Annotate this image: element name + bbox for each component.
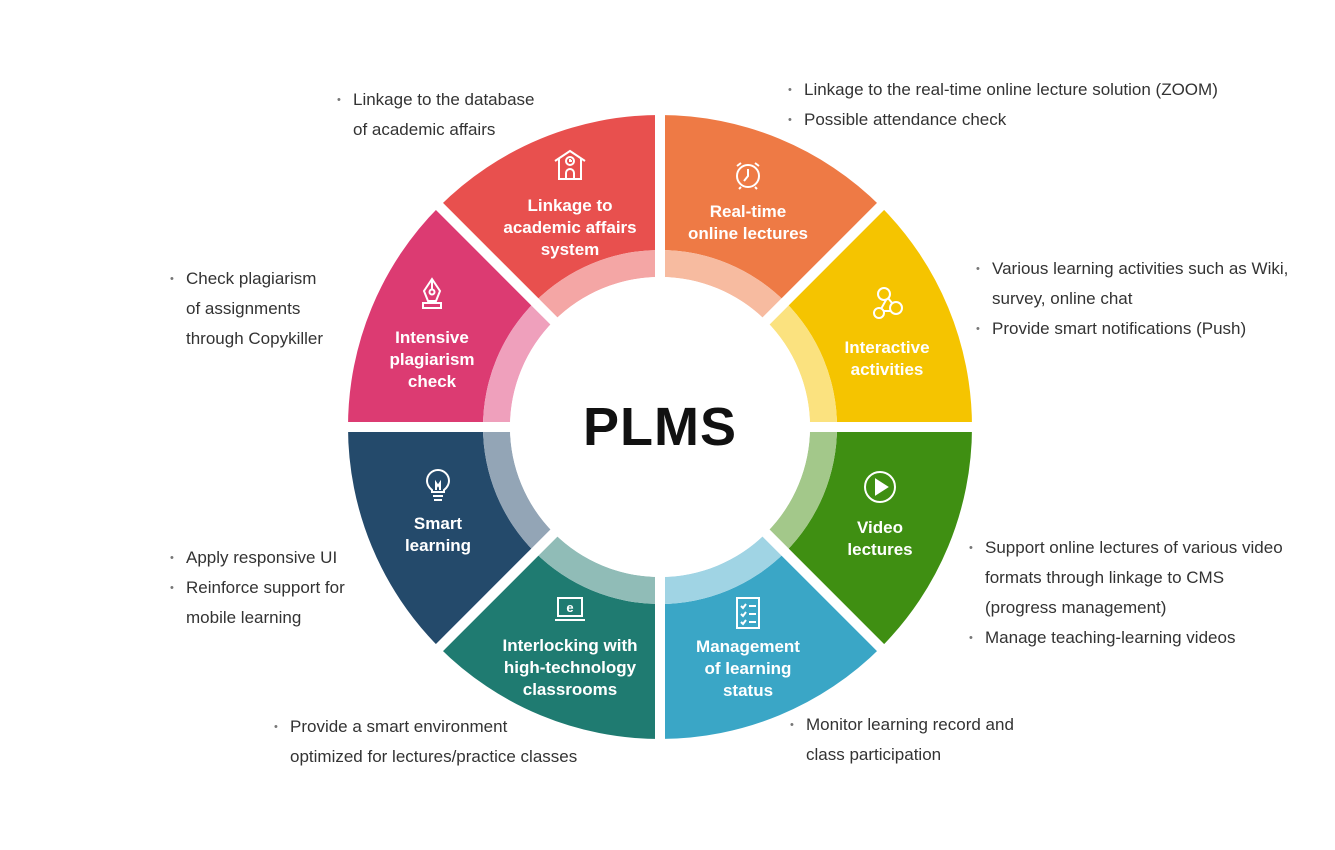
- segment-band-interlocking: [534, 533, 660, 604]
- alarm-clock-icon: [736, 162, 760, 190]
- school-clock-icon: [554, 149, 586, 180]
- segment-band-video: [766, 427, 837, 553]
- segment-band-real-time: [660, 250, 786, 321]
- segment-band-smart: [483, 427, 554, 553]
- laptop-e-icon: e: [555, 597, 585, 621]
- segment-band-interactive: [766, 301, 837, 427]
- segment-band-plagiarism: [483, 301, 554, 427]
- pen-nib-icon: [422, 277, 442, 309]
- network-nodes-icon: [873, 287, 903, 319]
- note-interactive: Various learning activities such as Wiki…: [976, 254, 1288, 344]
- svg-text:e: e: [566, 600, 573, 615]
- note-real-time: Linkage to the real-time online lecture …: [788, 75, 1218, 135]
- segment-band-linkage: [534, 249, 660, 321]
- play-circle-icon: [864, 471, 896, 503]
- note-smart: Apply responsive UIReinforce support for…: [170, 543, 345, 633]
- lightbulb-icon: [425, 469, 451, 501]
- center-fill: [511, 278, 809, 576]
- segment-band-management: [660, 533, 786, 604]
- center-title: PLMS: [582, 397, 738, 457]
- checklist-icon: [736, 597, 760, 629]
- note-video: Support online lectures of various video…: [969, 533, 1283, 653]
